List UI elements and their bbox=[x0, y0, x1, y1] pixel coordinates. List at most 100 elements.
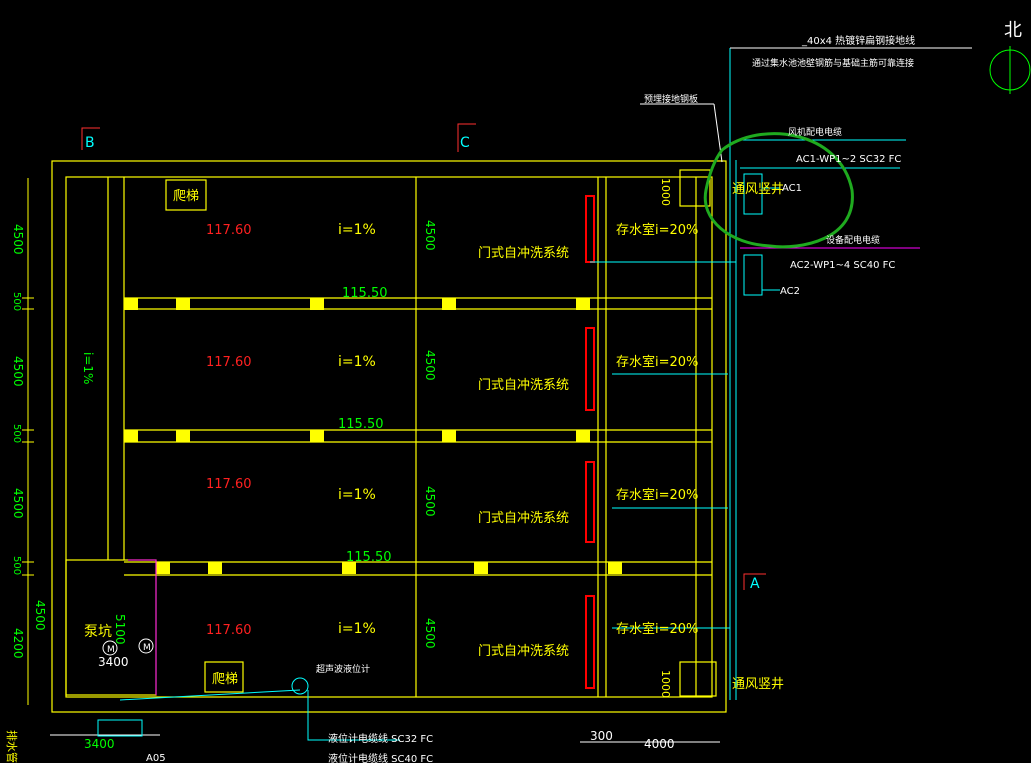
dim-4200-left: 4200 bbox=[11, 628, 25, 659]
ladder-box-bottom bbox=[204, 661, 244, 693]
storage-room-row4: 存水室i=20% bbox=[616, 621, 698, 637]
vent-shaft-bottom bbox=[679, 661, 717, 697]
vent-shaft-label-top: 通风竖井 bbox=[732, 182, 784, 197]
beam-elevation-3: 115.50 bbox=[346, 550, 392, 565]
dim-3400-sump: 3400 bbox=[98, 655, 129, 669]
dim-300-bottom: 300 bbox=[590, 729, 613, 743]
storage-room-row1: 存水室i=20% bbox=[616, 222, 698, 238]
dim-4500-left-1: 4500 bbox=[11, 224, 25, 255]
axis-frames bbox=[81, 123, 766, 590]
flush-gate bbox=[585, 461, 595, 543]
flush-system-row1: 门式自冲洗系统 bbox=[478, 246, 569, 261]
dim-500-left-3: 500 bbox=[11, 556, 22, 575]
outer-wall bbox=[51, 160, 727, 713]
flush-system-row3: 门式自冲洗系统 bbox=[478, 511, 569, 526]
storage-room-row2: 存水室i=20% bbox=[616, 354, 698, 370]
slope-row3: i=1% bbox=[338, 487, 376, 503]
elevation-row1: 117.60 bbox=[206, 223, 252, 238]
ultrasonic-label: 超声波液位计 bbox=[316, 663, 370, 675]
beam-block bbox=[442, 298, 456, 310]
beam-block bbox=[124, 298, 138, 310]
inner-wall bbox=[65, 176, 713, 698]
dim-5100-sump: 5100 bbox=[113, 614, 127, 645]
beam-block bbox=[310, 430, 324, 442]
beam-block bbox=[176, 430, 190, 442]
ground-connect-note: 通过集水池池壁钢筋与基础主筋可靠连接 bbox=[752, 57, 914, 69]
beam-block bbox=[124, 430, 138, 442]
level-cable-1: 液位计电缆线 SC32 FC bbox=[328, 732, 433, 745]
axis-b-label: B bbox=[85, 135, 95, 151]
ac1-box bbox=[743, 173, 763, 215]
flush-gate bbox=[585, 595, 595, 689]
left-dim-line bbox=[22, 178, 34, 705]
ladder-label-top: 爬梯 bbox=[173, 189, 199, 204]
beam-block bbox=[176, 298, 190, 310]
dim-3400-bottom: 3400 bbox=[84, 737, 115, 751]
side-label: 排水管 bbox=[5, 730, 19, 763]
dim-4500-left-3: 4500 bbox=[11, 488, 25, 519]
pump-m-1-label: M bbox=[107, 645, 115, 655]
beam-block bbox=[342, 562, 356, 574]
slope-vertical: i=1% bbox=[81, 352, 95, 384]
dim-a05-bottom: A05 bbox=[146, 753, 166, 763]
dim-4500-mid-2: 4500 bbox=[423, 350, 437, 381]
vent-shaft-top bbox=[679, 169, 711, 207]
axis-c-label: C bbox=[460, 135, 470, 151]
dim-4500-left-2: 4500 bbox=[11, 356, 25, 387]
flush-system-row4: 门式自冲洗系统 bbox=[478, 644, 569, 659]
slope-row1: i=1% bbox=[338, 222, 376, 238]
cable-lines bbox=[119, 48, 906, 741]
elevation-row2: 117.60 bbox=[206, 355, 252, 370]
dim-4500-mid-1: 4500 bbox=[423, 220, 437, 251]
ladder-box-top bbox=[165, 179, 207, 211]
dim-4500-mid-3: 4500 bbox=[423, 486, 437, 517]
beam-block bbox=[310, 298, 324, 310]
north-label: 北 bbox=[1004, 20, 1022, 41]
north-arrow bbox=[989, 46, 1031, 94]
flush-gate-group bbox=[585, 195, 595, 689]
fan-cable-label: 风机配电电缆 bbox=[788, 126, 842, 138]
ac1-label: AC1 bbox=[782, 183, 802, 194]
ac2-box bbox=[743, 254, 763, 296]
dim-4000-bottom: 4000 bbox=[644, 737, 675, 751]
beam-block bbox=[608, 562, 622, 574]
dim-1000-bottom: 1000 bbox=[659, 670, 672, 698]
beam-elevation-1: 115.50 bbox=[342, 286, 388, 301]
dim-500-left-1: 500 bbox=[11, 292, 22, 311]
dim-4500-sump: 4500 bbox=[33, 600, 47, 631]
axis-a-label: A bbox=[750, 576, 760, 592]
elevation-row4: 117.60 bbox=[206, 623, 252, 638]
beam-elevation-2: 115.50 bbox=[338, 417, 384, 432]
equip-cable-label: 设备配电电缆 bbox=[826, 234, 880, 246]
flush-gate bbox=[585, 327, 595, 411]
slope-row4: i=1% bbox=[338, 621, 376, 637]
level-cable-2: 液位计电缆线 SC40 FC bbox=[328, 752, 433, 763]
vent-shaft-label-bottom: 通风竖井 bbox=[732, 677, 784, 692]
dim-500-left-2: 500 bbox=[11, 424, 22, 443]
pump-symbols bbox=[97, 638, 309, 737]
embedded-steel-label: 预埋接地钢板 bbox=[644, 93, 698, 105]
elevation-row3: 117.60 bbox=[206, 477, 252, 492]
beam-block bbox=[474, 562, 488, 574]
beam-block bbox=[576, 430, 590, 442]
ac2-code-label: AC2-WP1~4 SC40 FC bbox=[790, 260, 895, 271]
highlight-circle bbox=[703, 132, 854, 249]
dim-1000-top: 1000 bbox=[659, 178, 672, 206]
storage-room-row3: 存水室i=20% bbox=[616, 487, 698, 503]
flush-gate bbox=[585, 195, 595, 263]
beam-block bbox=[576, 298, 590, 310]
magenta-lines bbox=[128, 247, 920, 695]
sump-label: 泵坑 bbox=[84, 624, 112, 640]
beam-block bbox=[442, 430, 456, 442]
flush-system-row2: 门式自冲洗系统 bbox=[478, 378, 569, 393]
ac-panels bbox=[743, 173, 780, 296]
ladder-label-bottom: 爬梯 bbox=[212, 672, 238, 687]
dim-4500-mid-4: 4500 bbox=[423, 618, 437, 649]
ac1-code-label: AC1-WP1~2 SC32 FC bbox=[796, 154, 901, 165]
beam-block bbox=[156, 562, 170, 574]
ac2-label: AC2 bbox=[780, 286, 800, 297]
beam-row-group bbox=[124, 298, 622, 574]
ground-steel-note: _40x4 热镀锌扁钢接地线 bbox=[801, 34, 915, 47]
beam-block bbox=[208, 562, 222, 574]
